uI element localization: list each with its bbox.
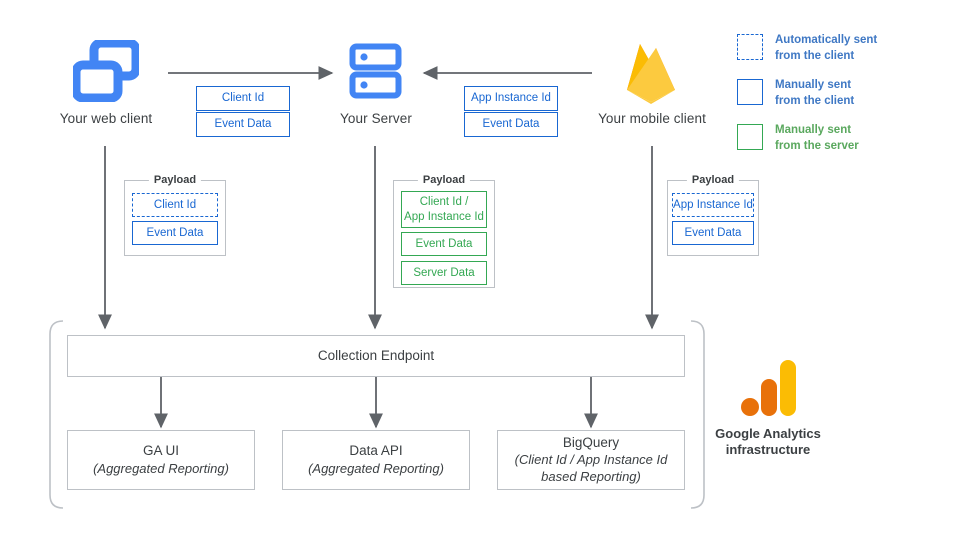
payload-label-web: Payload bbox=[148, 174, 202, 186]
legend-manual-server-line2: from the server bbox=[775, 139, 859, 152]
legend-item-manual-client: Manually sent from the client bbox=[737, 78, 877, 109]
payload-item-mobile-event-data: Event Data bbox=[672, 221, 754, 245]
web-client-label: Your web client bbox=[59, 111, 153, 126]
legend-manual-client-line1: Manually sent bbox=[775, 79, 852, 92]
payload-label-server: Payload bbox=[417, 174, 471, 186]
legend: Automatically sent from the client Manua… bbox=[737, 33, 877, 154]
output-title-data-api: Data API bbox=[349, 443, 403, 459]
ga-brand-line2: infrastructure bbox=[725, 442, 811, 457]
payload-label-mobile: Payload bbox=[686, 174, 740, 186]
output-box-data-api: Data API (Aggregated Reporting) bbox=[282, 430, 470, 490]
server-label: Your Server bbox=[340, 111, 412, 126]
ga-brand-line1: Google Analytics bbox=[715, 426, 821, 441]
payload-item-server-ids: Client Id / App Instance Id bbox=[401, 191, 487, 228]
legend-swatch-dashed-blue bbox=[737, 34, 763, 60]
mobile-client-label: Your mobile client bbox=[598, 111, 706, 126]
legend-swatch-solid-green bbox=[737, 124, 763, 151]
legend-item-manual-server: Manually sent from the server bbox=[737, 123, 877, 154]
payload-item-web-event-data: Event Data bbox=[132, 221, 218, 245]
output-sub-data-api: (Aggregated Reporting) bbox=[308, 460, 444, 476]
firebase-flame-icon bbox=[620, 38, 682, 106]
payload-item-mobile-app-instance-id: App Instance Id bbox=[672, 193, 754, 217]
output-sub-bigquery: (Client Id / App Instance Id based Repor… bbox=[514, 452, 668, 485]
legend-auto-client-line2: from the client bbox=[775, 49, 855, 62]
payload-item-web-client-id: Client Id bbox=[132, 193, 218, 217]
output-box-bigquery: BigQuery (Client Id / App Instance Id ba… bbox=[497, 430, 685, 490]
output-sub-ga-ui: (Aggregated Reporting) bbox=[93, 460, 229, 476]
infrastructure-bracket-left bbox=[49, 320, 64, 509]
google-analytics-logo bbox=[740, 358, 798, 420]
server-racks-icon bbox=[349, 43, 402, 99]
collection-endpoint-box: Collection Endpoint bbox=[67, 335, 685, 377]
transfer-chip-web-event-data: Event Data bbox=[196, 112, 290, 137]
legend-manual-server-line1: Manually sent bbox=[775, 124, 852, 137]
legend-auto-client-line1: Automatically sent bbox=[775, 34, 878, 46]
output-title-ga-ui: GA UI bbox=[142, 443, 179, 459]
collection-endpoint-label: Collection Endpoint bbox=[317, 347, 435, 363]
transfer-chip-mobile-app-instance-id: App Instance Id bbox=[464, 86, 558, 111]
infrastructure-bracket-right bbox=[690, 320, 705, 509]
transfer-chip-web-client-id: Client Id bbox=[196, 86, 290, 111]
transfer-chip-mobile-event-data: Event Data bbox=[464, 112, 558, 137]
legend-swatch-solid-blue bbox=[737, 79, 763, 106]
legend-item-auto-client: Automatically sent from the client bbox=[737, 33, 877, 64]
web-windows-icon bbox=[73, 40, 139, 102]
output-box-ga-ui: GA UI (Aggregated Reporting) bbox=[67, 430, 255, 490]
output-title-bigquery: BigQuery bbox=[562, 435, 620, 450]
payload-item-server-server-data: Server Data bbox=[401, 261, 487, 285]
payload-item-server-event-data: Event Data bbox=[401, 232, 487, 256]
legend-manual-client-line2: from the client bbox=[775, 94, 855, 107]
